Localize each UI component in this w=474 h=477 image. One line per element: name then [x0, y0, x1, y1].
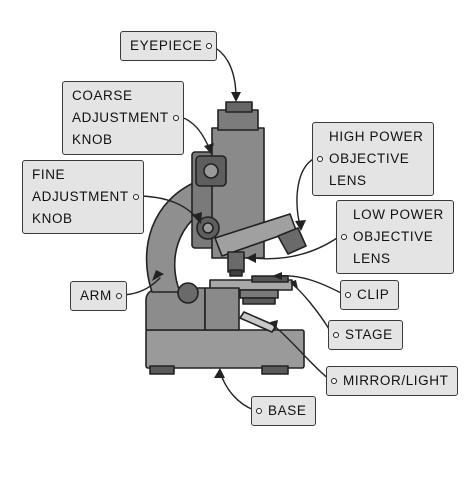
tag-hole-icon — [345, 292, 351, 298]
condenser-bottom — [242, 297, 276, 305]
label-low-power-objective-lens: LOW POWER OBJECTIVE LENS — [336, 200, 454, 274]
condenser-top — [239, 289, 279, 299]
label-arm: ARM — [70, 281, 127, 311]
mirror-leader — [271, 323, 331, 381]
label-fine-adjustment-knob: FINE ADJUSTMENT KNOB — [22, 160, 144, 234]
fine-knob-center — [202, 222, 214, 234]
high-leader — [296, 157, 316, 227]
clip-leader — [275, 274, 344, 295]
tag-hole-icon — [206, 43, 213, 49]
tag-hole-icon — [132, 194, 139, 200]
low-objective-tip — [229, 269, 243, 277]
tag-hole-icon — [341, 234, 347, 240]
label-stage: STAGE — [328, 320, 403, 350]
pivot-knob — [177, 282, 199, 304]
low-leader — [251, 235, 341, 260]
label-eyepiece: EYEPIECE — [120, 31, 218, 61]
base-foot-left — [149, 365, 175, 375]
label-mirror-light: MIRROR/LIGHT — [326, 366, 459, 396]
label-clip: CLIP — [340, 280, 400, 310]
label-high-power-objective-lens: HIGH POWER OBJECTIVE LENS — [312, 122, 434, 196]
label-coarse-adjustment-knob: COARSE ADJUSTMENT KNOB — [62, 81, 184, 155]
stage-leader — [291, 283, 333, 335]
high-objective — [277, 227, 307, 255]
base-foot-right — [261, 365, 289, 375]
coarse-knob-center — [203, 163, 219, 179]
tag-hole-icon — [115, 293, 122, 299]
base-leader — [219, 371, 255, 411]
low-objective — [227, 251, 245, 273]
tag-hole-icon — [172, 115, 179, 121]
tube-collar — [217, 109, 259, 131]
clip-shape — [251, 275, 289, 283]
tag-hole-icon — [333, 332, 339, 338]
tag-hole-icon — [331, 378, 337, 384]
tag-hole-icon — [256, 408, 262, 414]
eyepiece-cap — [225, 101, 253, 113]
stage-support — [204, 287, 240, 331]
base-shape — [145, 329, 305, 369]
tag-hole-icon — [317, 156, 323, 162]
coarse-leader — [180, 116, 211, 151]
label-base: BASE — [251, 396, 317, 426]
